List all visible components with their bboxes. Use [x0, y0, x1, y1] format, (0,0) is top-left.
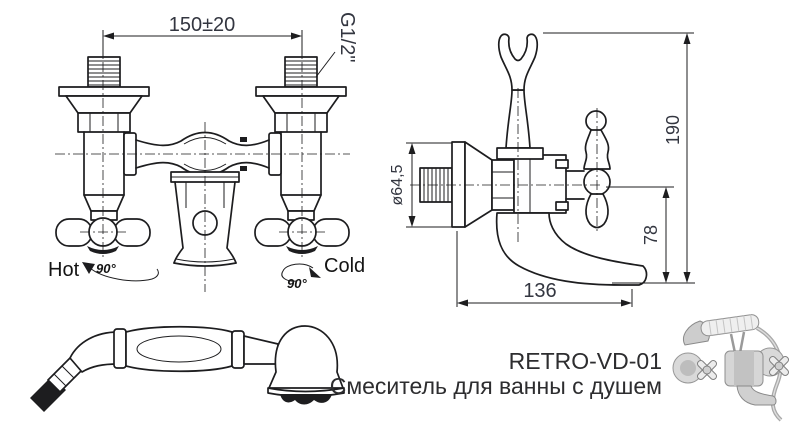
- dim-height-value: 190: [663, 115, 683, 145]
- hot-angle-label: 90°: [96, 261, 116, 276]
- side-view-drawing: ø64,5 190 78 136: [389, 32, 695, 307]
- dim-reach-value: 136: [523, 280, 556, 302]
- dim-drop-annotation: 78: [606, 186, 674, 283]
- product-name: Смеситель для ванны с душем: [329, 373, 662, 399]
- photo-cold-handle: [768, 355, 790, 377]
- product-code: RETRO-VD-01: [508, 348, 662, 374]
- handset-handle: [700, 314, 760, 337]
- hot-label: Hot: [48, 259, 80, 281]
- thread-size-value: G1/2": [336, 12, 358, 62]
- handset-cradle: [729, 331, 746, 354]
- thread-size-annotation: G1/2": [315, 12, 358, 78]
- shower-holder-fork: [496, 33, 544, 160]
- photo-hot-handle: [696, 359, 718, 381]
- dim-drop-value: 78: [641, 225, 661, 245]
- side-body: [513, 154, 585, 214]
- product-photo: [672, 314, 790, 422]
- cold-label: Cold: [324, 255, 365, 277]
- cold-label-group: Cold 90°: [281, 255, 365, 291]
- dim-reach-annotation: 136: [456, 231, 633, 307]
- front-view-drawing: 150±20 G1/2" Hot 90° Cold 90°: [48, 12, 365, 291]
- hot-label-group: Hot 90°: [48, 259, 159, 282]
- dim-width-value: 150±20: [169, 14, 236, 36]
- centerlines: [55, 44, 600, 292]
- side-spout: [495, 212, 648, 286]
- dim-width-annotation: 150±20: [102, 14, 303, 57]
- dim-height-annotation: 190: [543, 32, 695, 284]
- photo-spout: [736, 385, 777, 406]
- dim-flange-value: ø64,5: [389, 164, 406, 205]
- hand-shower-drawing: [30, 325, 345, 412]
- cold-angle-label: 90°: [287, 276, 307, 291]
